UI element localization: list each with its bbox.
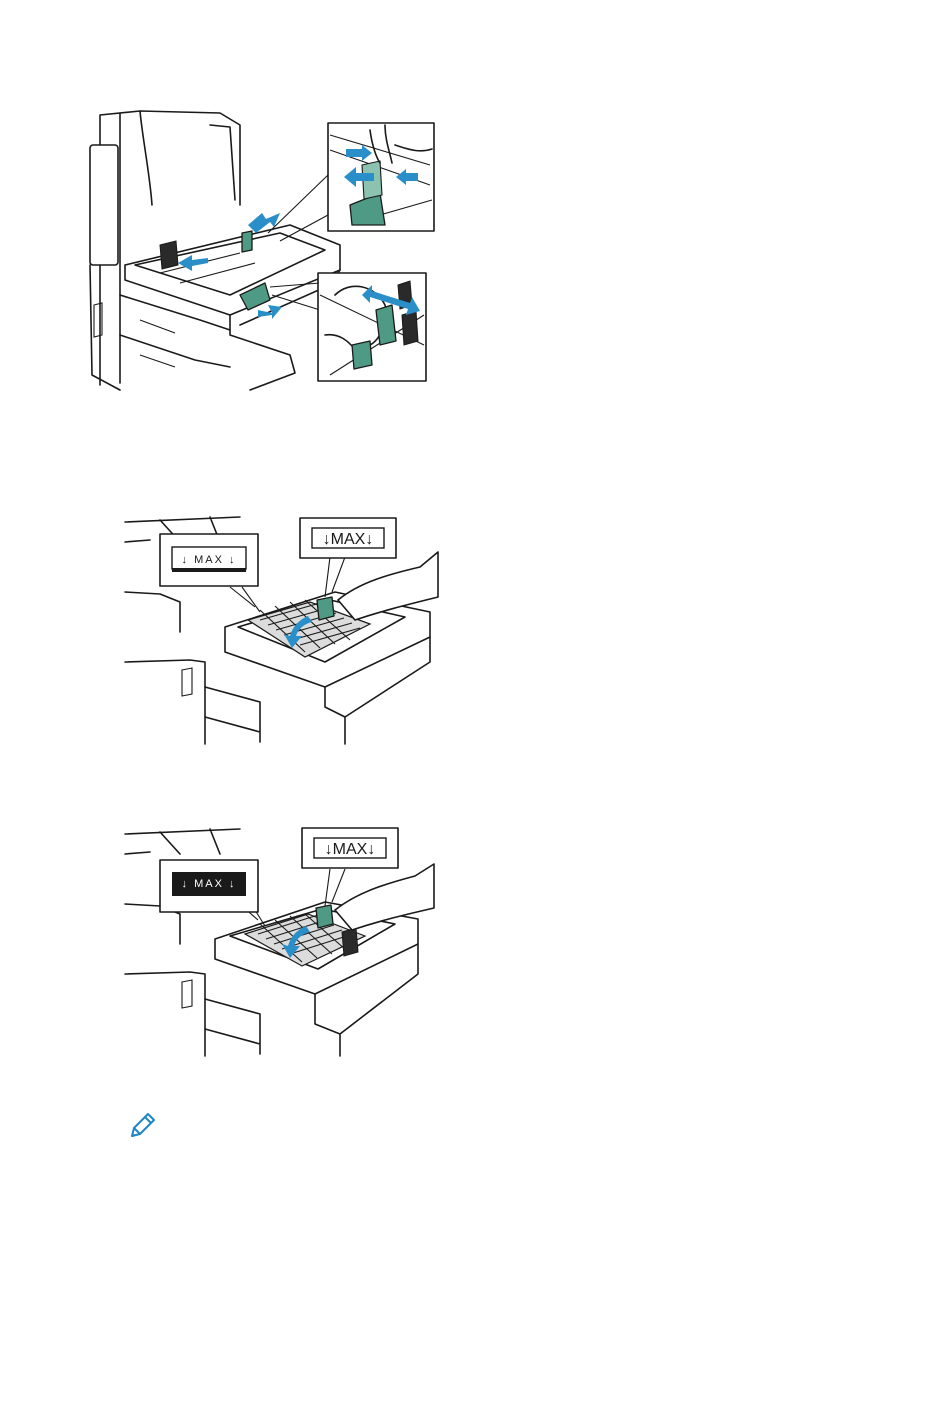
figure-load-paper-max-a: ↓ MAX ↓ ↓MAX↓: [120, 512, 440, 747]
figure-adjust-guides: [80, 105, 440, 395]
max-label-large: ↓MAX↓: [325, 841, 376, 858]
max-label-large: ↓MAX↓: [323, 531, 374, 548]
pencil-icon: [126, 1108, 160, 1142]
max-label-small: ↓ MAX ↓: [182, 554, 237, 566]
note: [126, 1108, 160, 1142]
figure-load-paper-max-b: ↓ MAX ↓ ↓MAX↓: [120, 824, 440, 1059]
max-label-small: ↓ MAX ↓: [182, 878, 237, 890]
